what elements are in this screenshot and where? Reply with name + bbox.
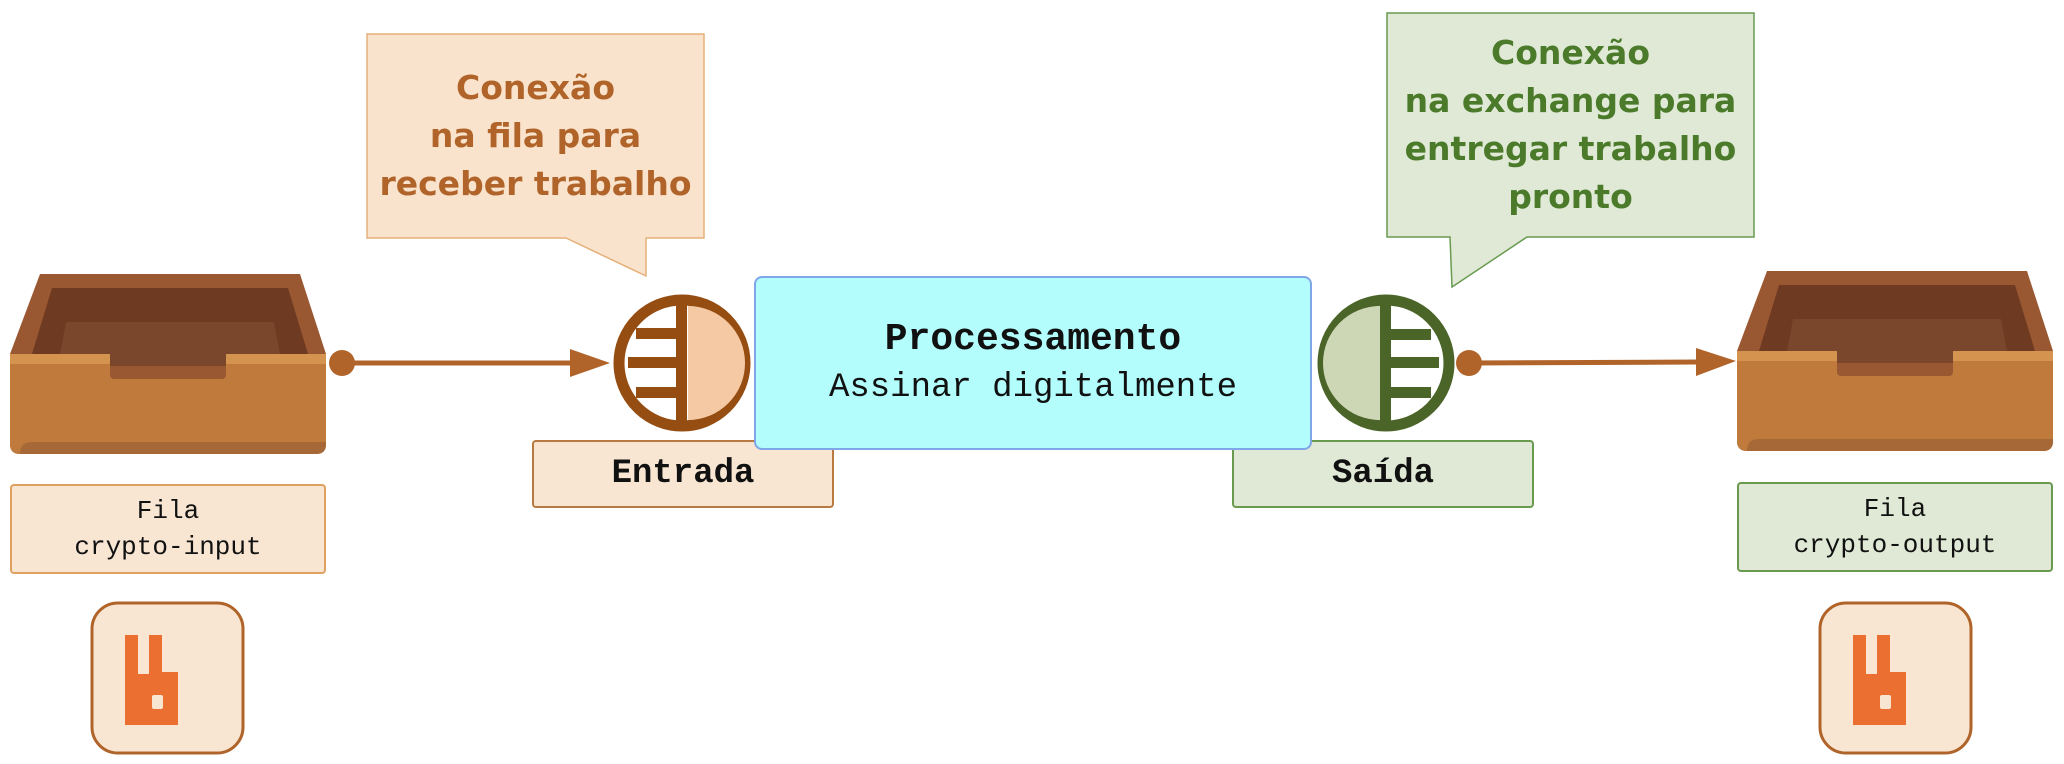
input-queue-label: Fila crypto-input (10, 484, 326, 574)
input-callout-bubble (366, 33, 705, 278)
input-rabbitmq-icon (90, 601, 245, 755)
process-subtitle: Assinar digitalmente (828, 369, 1238, 407)
input-port-label-text: Entrada (611, 455, 755, 493)
process-title: Processamento (884, 318, 1182, 361)
output-connection-arrow (1456, 348, 1736, 376)
input-port-label: Entrada (532, 440, 834, 508)
output-queue-label: Fila crypto-output (1737, 482, 2053, 572)
output-queue-tray-icon (1737, 271, 2053, 451)
callout-line: entregar trabalho (1404, 129, 1737, 168)
input-port-icon (613, 294, 751, 432)
output-port-icon (1317, 294, 1455, 432)
input-queue-tray-icon (10, 274, 326, 454)
output-callout: Conexão na exchange para entregar trabal… (1387, 13, 1754, 237)
output-port-label: Saída (1232, 440, 1534, 508)
callout-line: receber trabalho (379, 164, 692, 203)
callout-line: na exchange para (1404, 81, 1737, 120)
output-rabbitmq-icon (1818, 601, 1973, 755)
input-connection-arrow (329, 349, 610, 377)
output-port-label-text: Saída (1331, 455, 1435, 493)
callout-line: Conexão (456, 68, 615, 107)
callout-line: Conexão (1491, 33, 1650, 72)
queue-name: crypto-input (74, 532, 262, 562)
output-callout-bubble (1386, 12, 1755, 289)
queue-name: crypto-output (1793, 530, 1997, 560)
queue-label-line1: Fila (136, 496, 200, 526)
process-box: Processamento Assinar digitalmente (754, 276, 1312, 450)
callout-line: na fila para (429, 116, 642, 155)
queue-label-line1: Fila (1863, 494, 1927, 524)
callout-line: pronto (1508, 177, 1633, 216)
input-callout: Conexão na fila para receber trabalho (367, 34, 704, 238)
